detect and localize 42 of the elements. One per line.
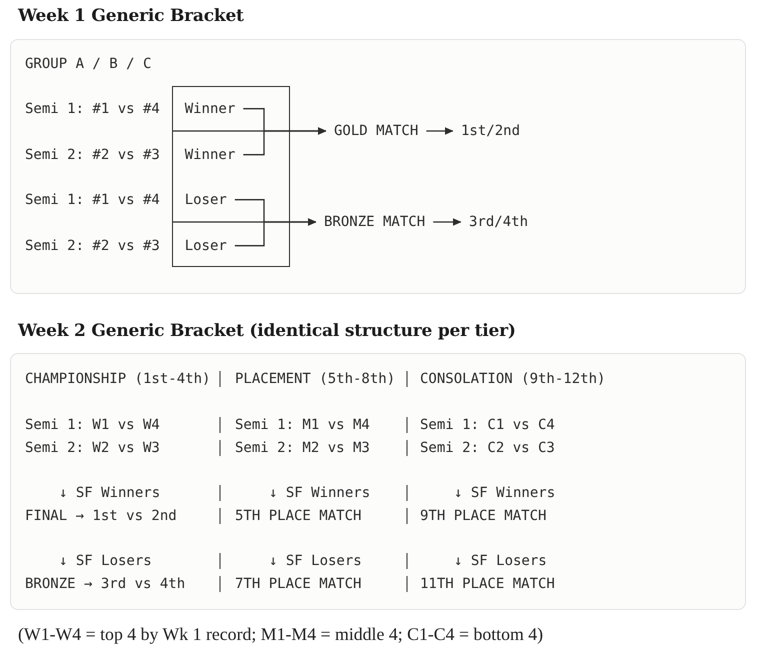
caption: (W1-W4 = top 4 by Wk 1 record; M1-M4 = middle 4; C1-C4 = bottom 4) bbox=[18, 623, 544, 645]
advance-note: ↓ SF Winners bbox=[454, 484, 556, 502]
placement-match-label: FINAL → 1st vs 2nd bbox=[25, 507, 177, 525]
advance-note: ↓ SF Losers bbox=[59, 552, 152, 570]
semifinal-matchup: Semi 2: M2 vs M3 bbox=[235, 439, 370, 457]
semifinal-matchup: Semi 1: #1 vs #4 bbox=[25, 100, 160, 118]
semifinal-matchup: Semi 2: #2 vs #3 bbox=[25, 237, 160, 255]
section-heading: Week 2 Generic Bracket (identical structure per tier) bbox=[18, 320, 516, 343]
third-place-match-label: BRONZE MATCH bbox=[316, 213, 434, 231]
section-heading: Week 1 Generic Bracket bbox=[18, 5, 244, 28]
placement-match-label: 9TH PLACE MATCH bbox=[420, 507, 546, 525]
tier-heading: CONSOLATION (9th-12th) bbox=[420, 370, 606, 388]
advance-note: ↓ SF Losers bbox=[454, 552, 547, 570]
connector-arrow bbox=[234, 218, 316, 246]
tier-heading: PLACEMENT (5th-8th) bbox=[235, 370, 396, 388]
semifinal-matchup: Semi 1: M1 vs M4 bbox=[235, 416, 370, 434]
advance-note: ↓ SF Winners bbox=[269, 484, 370, 502]
winner-label: Winner bbox=[176, 100, 244, 118]
placement-match-label: 7TH PLACE MATCH bbox=[235, 575, 362, 593]
semifinal-matchup: Semi 1: #1 vs #4 bbox=[25, 191, 160, 209]
advance-note: ↓ SF Losers bbox=[269, 552, 362, 570]
loser-label: Loser bbox=[176, 236, 235, 255]
semifinal-matchup: Semi 2: C2 vs C3 bbox=[420, 439, 555, 457]
loser-label: Loser bbox=[176, 190, 235, 209]
bracket-frame bbox=[172, 86, 290, 267]
advance-note: ↓ SF Winners bbox=[59, 484, 160, 502]
connector-arrow bbox=[433, 218, 462, 226]
group-heading: GROUP A / B / C bbox=[25, 55, 152, 73]
tier-heading: CHAMPIONSHIP (1st-4th) bbox=[25, 370, 210, 388]
placement-match-label: BRONZE → 3rd vs 4th bbox=[25, 575, 186, 593]
semifinal-matchup: Semi 1: W1 vs W4 bbox=[25, 416, 160, 434]
winner-label: Winner bbox=[176, 146, 244, 164]
semifinal-matchup: Semi 1: C1 vs C4 bbox=[420, 416, 555, 434]
placing-label: 3rd/4th bbox=[461, 213, 536, 231]
placement-match-label: 5TH PLACE MATCH bbox=[235, 507, 362, 525]
semifinal-matchup: Semi 2: W2 vs W3 bbox=[25, 439, 160, 457]
connector-arrow bbox=[243, 127, 326, 156]
final-match-label: GOLD MATCH bbox=[326, 122, 426, 140]
placement-match-label: 11TH PLACE MATCH bbox=[420, 575, 555, 593]
connector-arrow bbox=[426, 127, 454, 135]
placing-label: 1st/2nd bbox=[453, 122, 528, 140]
semifinal-matchup: Semi 2: #2 vs #3 bbox=[25, 146, 160, 164]
